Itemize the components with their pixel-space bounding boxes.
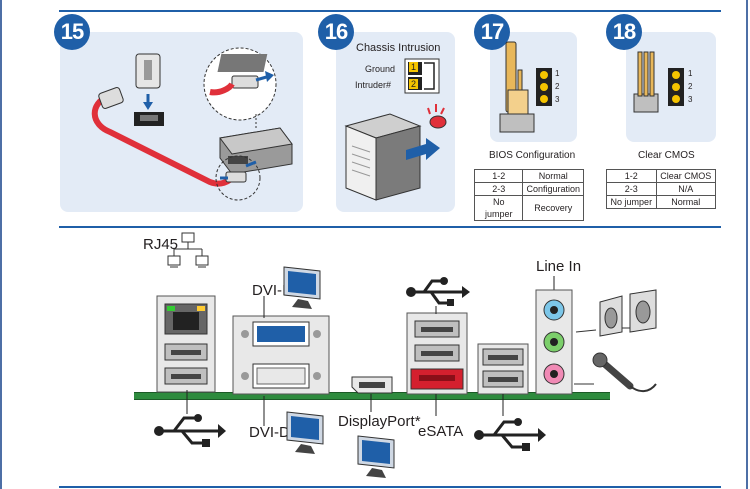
displayport-port: [351, 376, 393, 394]
monitor-icon-dvi-i: [283, 266, 321, 309]
esata-label: eSATA: [418, 423, 464, 440]
step-badge-18: 18: [606, 14, 642, 50]
usb-stack-right: [477, 343, 529, 395]
network-icon: [167, 232, 209, 268]
monitor-icon-dvi-d: [286, 411, 324, 454]
step-badge-16: 16: [318, 14, 354, 50]
usb-connector-line-right: [502, 394, 504, 416]
intrusion-pin-1: 1: [409, 62, 419, 72]
intrusion-pin-2: 2: [409, 79, 419, 89]
right-border: [746, 0, 748, 489]
left-border: [0, 0, 2, 489]
esata-connector-lines: [435, 306, 437, 416]
bios-configuration-title: BIOS Configuration: [489, 150, 576, 161]
chassis-intrusion-title: Chassis Intrusion: [356, 42, 441, 54]
bios-pin-2: 2: [555, 82, 560, 91]
bios-pin-3: 3: [555, 95, 560, 104]
top-rule: [59, 10, 721, 12]
middle-rule: [59, 226, 721, 228]
bios-pin-1: 1: [555, 69, 560, 78]
monitor-icon-displayport: [357, 435, 395, 478]
cmos-pin-1: 1: [688, 69, 693, 78]
usb-icon-esata: [406, 277, 470, 306]
intruder-pin-label: Intruder#: [355, 80, 392, 90]
cmos-jumper-illustration: [633, 51, 684, 113]
microphone-icon: [574, 352, 657, 392]
usb-icon-left: [154, 414, 226, 447]
chassis-case-illustration: [344, 104, 447, 201]
displayport-connector-line: [370, 394, 372, 412]
line-in-label: Line In: [536, 258, 582, 275]
sata-cable-illustration: [91, 47, 293, 201]
ground-pin-label: Ground: [365, 64, 396, 74]
displayport-label: DisplayPort*: [338, 413, 421, 430]
speakers-icon: [575, 289, 657, 337]
usb-icon-right: [474, 418, 546, 451]
esata-usb-stack: [406, 312, 468, 395]
dvi-d-label: DVI-D: [249, 424, 290, 441]
bios-jumper-illustration: [499, 41, 552, 133]
rj45-usb-stack: [156, 295, 216, 393]
cmos-pin-2: 2: [688, 82, 693, 91]
clear-cmos-title: Clear CMOS: [638, 150, 695, 161]
audio-jack-stack: [535, 289, 573, 395]
step-badge-15: 15: [54, 14, 90, 50]
usb-connector-line-left: [186, 390, 188, 414]
dvi-connector-lines: [263, 296, 265, 426]
cmos-pin-3: 3: [688, 95, 693, 104]
step-badge-17: 17: [474, 14, 510, 50]
dvi-port-stack: [232, 315, 330, 395]
rj45-label: RJ45: [143, 236, 179, 253]
bottom-rule: [59, 486, 721, 488]
dvi-i-label: DVI-I: [252, 282, 287, 299]
